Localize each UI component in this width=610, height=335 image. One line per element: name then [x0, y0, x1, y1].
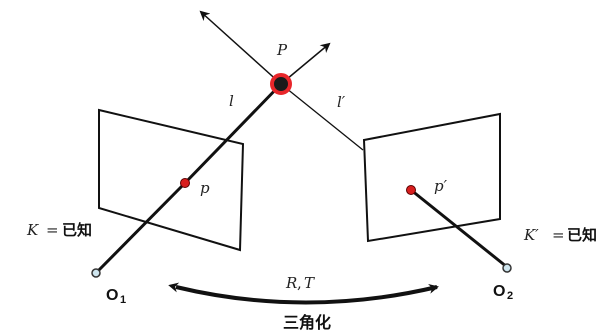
- label-transform-r: R: [285, 274, 297, 292]
- ray-o1-to-p: [94, 181, 187, 275]
- image-point-p-prime: [406, 185, 416, 195]
- label-o1-subscript: 1: [120, 294, 126, 306]
- camera-origin-o1: [91, 268, 101, 278]
- intrinsics-k-equals: =: [46, 221, 59, 239]
- ray-p-prime-to-o2: [410, 188, 508, 269]
- label-p-prime: p′: [434, 177, 448, 195]
- label-o2-subscript: 2: [507, 290, 513, 302]
- label-l: l: [229, 92, 234, 110]
- caption-triangulation: 三角化: [283, 313, 331, 332]
- left-image-plane: [98, 108, 245, 252]
- label-transform-t: T: [304, 274, 315, 292]
- ray-l-prime: [280, 83, 364, 151]
- label-P: P: [276, 41, 288, 59]
- label-l-prime: l′: [337, 93, 346, 111]
- intrinsics-k-symbol: K: [26, 221, 39, 239]
- camera-origin-o2: [502, 263, 512, 273]
- label-transform-sep: ,: [297, 274, 302, 292]
- intrinsics-k-value: 已知: [62, 221, 92, 239]
- image-point-p: [180, 178, 190, 188]
- label-p: p: [200, 179, 210, 197]
- relative-pose-arrow: [168, 282, 439, 305]
- world-point-P: [270, 73, 292, 95]
- intrinsics-k-prime-equals: =: [552, 226, 565, 244]
- intrinsics-k-prime-symbol: K′: [523, 226, 539, 244]
- label-o2: O: [493, 283, 505, 300]
- label-o1: O: [106, 287, 118, 304]
- intrinsics-k-prime-value: 已知: [567, 226, 597, 244]
- ray-l: [183, 82, 283, 185]
- right-image-plane: [362, 112, 501, 243]
- arrow-up-left: [199, 10, 282, 85]
